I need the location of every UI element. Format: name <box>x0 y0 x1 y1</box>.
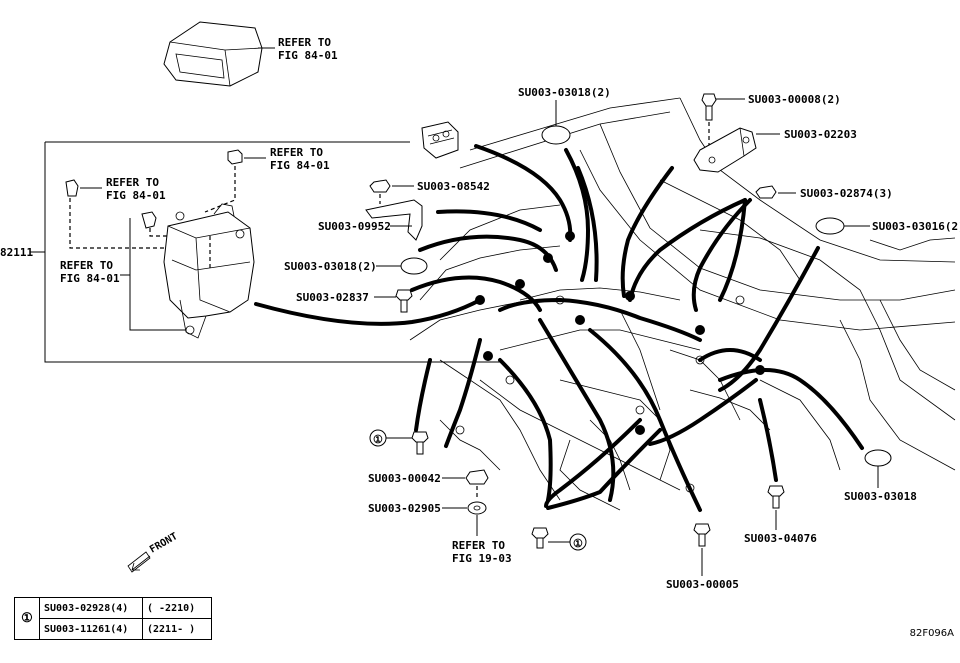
label-su003-08542: SU003-08542 <box>417 180 490 193</box>
label-su003-02874-3: SU003-02874(3) <box>800 187 893 200</box>
dash-clip <box>69 198 172 249</box>
ref-table-range: ( -2210) <box>142 597 212 619</box>
bolt-circle-bottom <box>531 527 549 549</box>
label-su003-04076: SU003-04076 <box>744 532 817 545</box>
refer-fig-84-01-relay-line2: FIG 84-01 <box>270 159 330 172</box>
label-su003-02837: SU003-02837 <box>296 291 369 304</box>
label-su003-02203: SU003-02203 <box>784 128 857 141</box>
washer-02905 <box>467 501 487 515</box>
label-su003-03018-2-mid: SU003-03018(2) <box>284 260 377 273</box>
relay-connector <box>421 121 459 159</box>
refer-fig-84-01-bracket-line2: FIG 84-01 <box>106 189 166 202</box>
label-su003-02905: SU003-02905 <box>368 502 441 515</box>
refer-fig-84-01-relay-line1: REFER TO <box>270 146 323 159</box>
label-su003-00005: SU003-00005 <box>666 578 739 591</box>
bolt-00008 <box>701 93 717 121</box>
label-su003-00042: SU003-00042 <box>368 472 441 485</box>
ref-table-range: (2211- ) <box>142 618 212 640</box>
washer-03018-top <box>541 125 571 145</box>
bolt-02837 <box>395 289 413 313</box>
junction-box <box>163 203 255 339</box>
label-su003-03016-2: SU003-03016(2) <box>872 220 960 233</box>
label-su003-09952: SU003-09952 <box>318 220 391 233</box>
refer-fig-84-01-bracket-line1: REFER TO <box>106 176 159 189</box>
clip-part-2 <box>141 211 157 229</box>
refer-fig-84-01-box-line1: REFER TO <box>60 259 113 272</box>
ref-table-symbol: ① <box>14 597 40 640</box>
wire-harness <box>254 144 864 512</box>
circle-ref-bottom <box>569 533 587 551</box>
bracket-box-line <box>129 218 186 331</box>
part-number-82111: 82111 <box>0 246 33 259</box>
front-label: FRONT <box>148 531 180 556</box>
clip-part <box>65 179 79 197</box>
bracket-09952 <box>365 199 423 241</box>
circle-ref-left-text: ① <box>373 433 383 446</box>
washer-03018-mid <box>400 257 428 275</box>
circle-ref-bottom-text: ① <box>573 537 583 550</box>
bolt-circle-left <box>411 431 429 455</box>
refer-fig-19-03-line1: REFER TO <box>452 539 505 552</box>
dash-relay <box>204 166 236 213</box>
front-arrow <box>127 551 151 573</box>
bolt-04076 <box>767 485 785 509</box>
nut-00042 <box>465 469 489 485</box>
nut-08542 <box>369 179 391 193</box>
refer-fig-84-01-top-line2: FIG 84-01 <box>278 49 338 62</box>
bolt-00005 <box>693 523 711 547</box>
label-su003-00008-2: SU003-00008(2) <box>748 93 841 106</box>
small-relay <box>227 149 243 165</box>
bracket-02203 <box>693 127 757 173</box>
reference-table: ① SU003-02928(4) ( -2210) SU003-11261(4)… <box>14 597 212 640</box>
label-su003-03018-2-top: SU003-03018(2) <box>518 86 611 99</box>
ref-table-code: SU003-02928(4) <box>39 597 143 619</box>
table-row: SU003-11261(4) (2211- ) <box>15 618 212 640</box>
refer-fig-84-01-top-line1: REFER TO <box>278 36 331 49</box>
nut-02874 <box>755 185 777 199</box>
frame-left-bottom-line <box>44 142 500 363</box>
ref-table-code: SU003-11261(4) <box>39 618 143 640</box>
figure-code: 82F096A <box>909 628 954 639</box>
engine-bay-body <box>409 97 956 511</box>
refer-fig-84-01-box-line2: FIG 84-01 <box>60 272 120 285</box>
refer-fig-19-03-line2: FIG 19-03 <box>452 552 512 565</box>
washer-03018-right <box>864 449 892 467</box>
label-su003-03018: SU003-03018 <box>844 490 917 503</box>
washer-03016 <box>815 217 845 235</box>
fuse-box-cover <box>163 21 263 87</box>
table-row: ① SU003-02928(4) ( -2210) <box>14 597 212 640</box>
